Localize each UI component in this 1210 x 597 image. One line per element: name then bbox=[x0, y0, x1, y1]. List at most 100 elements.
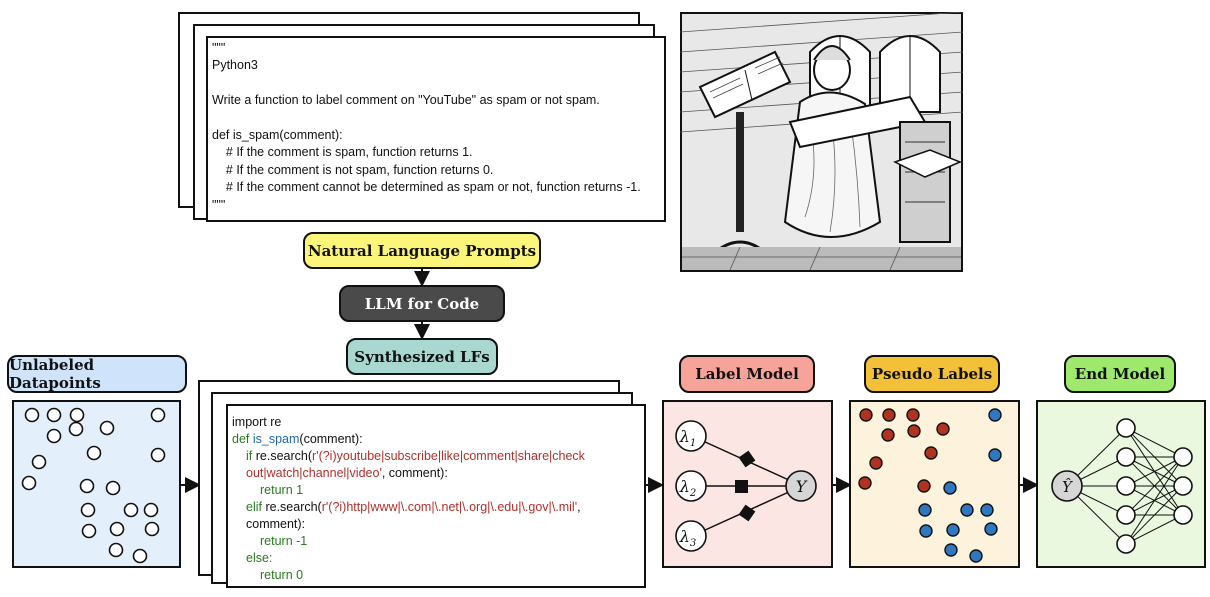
lambda-2-text: λ bbox=[679, 477, 690, 496]
svg-text:λ3: λ3 bbox=[679, 527, 697, 549]
spam-point bbox=[881, 428, 895, 442]
code-elif-call: re.search( bbox=[265, 500, 322, 514]
code-import: import re bbox=[232, 415, 282, 429]
y-text: Y bbox=[796, 477, 808, 496]
data-point bbox=[81, 523, 97, 539]
nn-edge bbox=[1125, 485, 1184, 545]
code-doc bbox=[226, 404, 646, 588]
nn-edge bbox=[1125, 514, 1184, 545]
data-point bbox=[143, 502, 159, 518]
code-return-1: return 1 bbox=[260, 483, 304, 497]
unlabeled-points bbox=[21, 407, 166, 564]
code-elif-regex: r'(?i)http|www|\.com|\.net|\.org|\.edu|\… bbox=[321, 500, 578, 514]
nn-output-node bbox=[1173, 447, 1193, 467]
unlabeled-datapoints-label: Unlabeled Datapoints bbox=[7, 355, 187, 393]
ham-point bbox=[918, 503, 932, 517]
scribe-engraving-image bbox=[679, 11, 964, 272]
spam-point bbox=[917, 479, 931, 493]
spam-point bbox=[869, 456, 883, 470]
nn-edge bbox=[1125, 456, 1184, 516]
data-point bbox=[109, 521, 125, 537]
pseudo-labels-panel bbox=[849, 400, 1020, 568]
natural-language-prompts-label: Natural Language Prompts bbox=[303, 232, 541, 269]
scribe-illustration bbox=[679, 11, 964, 272]
code-function-name: is_spam bbox=[252, 432, 300, 446]
nn-output-node bbox=[1173, 476, 1193, 496]
ham-point bbox=[919, 524, 933, 538]
code-elif-args: , comment): bbox=[246, 500, 585, 531]
code-if-args: , comment): bbox=[381, 466, 448, 480]
prompt-line: # If the comment is spam, function retur… bbox=[212, 145, 473, 160]
nn-edge bbox=[1125, 427, 1184, 458]
factor-node-3 bbox=[738, 504, 756, 522]
data-point bbox=[86, 445, 102, 461]
ham-point bbox=[969, 549, 983, 563]
prompt-line: # If the comment is not spam, function r… bbox=[212, 162, 494, 177]
llm-for-code-label: LLM for Code bbox=[339, 285, 505, 322]
nn-output-node bbox=[1173, 505, 1193, 525]
prompt-doc bbox=[206, 36, 666, 222]
nn-hidden-node bbox=[1116, 447, 1136, 467]
spam-point bbox=[936, 422, 950, 436]
data-point bbox=[99, 420, 115, 436]
svg-text:λ1: λ1 bbox=[679, 427, 697, 449]
nn-input-node bbox=[1051, 470, 1083, 502]
lambda-1-sub: 1 bbox=[690, 438, 696, 449]
prompt-line: Write a function to label comment on "Yo… bbox=[212, 93, 600, 108]
code-def-args: (comment): bbox=[299, 432, 363, 446]
data-point bbox=[46, 428, 62, 444]
code-return-0: return 0 bbox=[260, 568, 304, 582]
neural-network: Ŷ bbox=[1051, 418, 1193, 554]
nn-edge bbox=[1125, 456, 1184, 545]
lambda-1-text: λ bbox=[679, 427, 690, 446]
nn-hidden-node bbox=[1116, 418, 1136, 438]
code-if-keyword: if bbox=[246, 449, 256, 463]
code-return-neg1: return -1 bbox=[260, 534, 308, 548]
labeling-function-code: import re def is_spam(comment): if re.se… bbox=[232, 414, 628, 584]
spam-point bbox=[859, 408, 873, 422]
spam-point bbox=[882, 408, 896, 422]
data-point bbox=[31, 454, 47, 470]
lambda-1-node bbox=[675, 420, 707, 452]
prompt-line: """ bbox=[212, 41, 226, 55]
ham-point bbox=[946, 523, 960, 537]
spam-point bbox=[906, 408, 920, 422]
data-point bbox=[132, 548, 148, 564]
code-if-call: re.search( bbox=[255, 449, 313, 463]
lambda-3-text: λ bbox=[679, 527, 690, 546]
ham-point bbox=[960, 503, 974, 517]
end-model-panel: Ŷ bbox=[1036, 400, 1206, 568]
ham-point bbox=[944, 543, 958, 557]
nn-hidden-node bbox=[1116, 534, 1136, 554]
data-point bbox=[150, 407, 166, 423]
prompt-line: # If the comment cannot be determined as… bbox=[212, 180, 641, 195]
data-point bbox=[21, 475, 37, 491]
spam-point bbox=[858, 476, 872, 490]
prompt-line: Python3 bbox=[212, 58, 258, 73]
label-model-label: Label Model bbox=[679, 355, 815, 393]
ham-point bbox=[988, 448, 1002, 462]
factor-graph: λ1 λ2 λ3 Y bbox=[675, 420, 817, 552]
ham-point bbox=[943, 481, 957, 495]
code-else-keyword: else: bbox=[246, 551, 273, 565]
label-model-panel: λ1 λ2 λ3 Y bbox=[662, 400, 833, 568]
lambda-3-node bbox=[675, 520, 707, 552]
unlabeled-datapoints-panel bbox=[12, 400, 181, 568]
data-point bbox=[68, 421, 84, 437]
pseudo-labels-label: Pseudo Labels bbox=[864, 355, 1000, 393]
data-point bbox=[150, 447, 166, 463]
data-point bbox=[24, 407, 40, 423]
lambda-2-sub: 2 bbox=[689, 488, 696, 499]
prompt-line: """ bbox=[212, 197, 226, 212]
nn-edge bbox=[1125, 456, 1184, 487]
ham-point bbox=[980, 503, 994, 517]
lambda-3-sub: 3 bbox=[690, 538, 696, 549]
data-point bbox=[69, 407, 85, 423]
nn-hidden-node bbox=[1116, 505, 1136, 525]
y-node bbox=[785, 470, 817, 502]
pseudo-label-points bbox=[858, 408, 1002, 563]
spam-point bbox=[907, 424, 921, 438]
data-point bbox=[105, 480, 121, 496]
